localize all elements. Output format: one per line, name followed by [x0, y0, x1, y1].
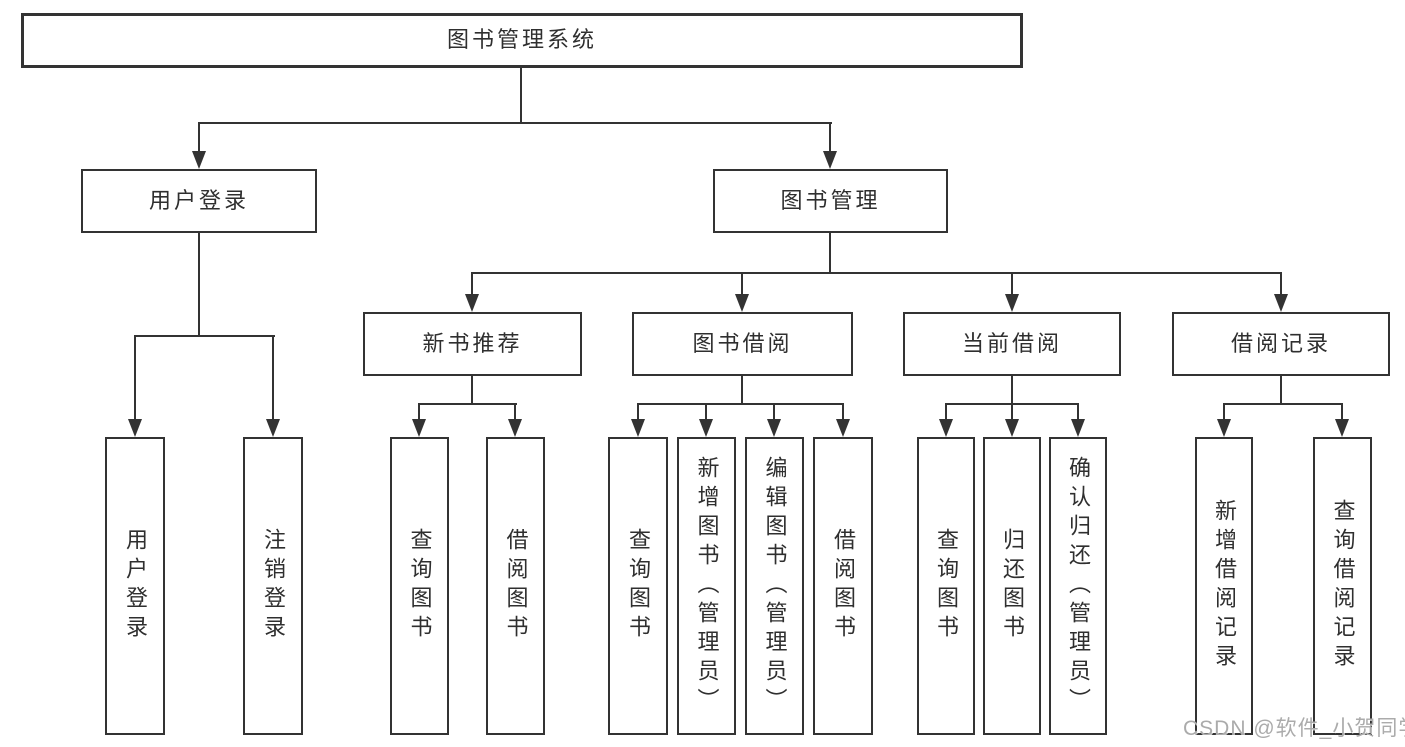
- connector-line: [829, 122, 831, 153]
- arrow-down-icon: [192, 151, 206, 169]
- connector-line: [1011, 376, 1013, 405]
- leaf-user-login: 用户登录: [105, 437, 165, 735]
- connector-line: [1223, 403, 1343, 405]
- node-label: 图书管理系统: [446, 27, 597, 53]
- connector-line: [198, 233, 200, 337]
- node-label: 当前借阅: [961, 330, 1062, 356]
- arrow-down-icon: [1005, 294, 1019, 312]
- connector-line: [1223, 403, 1225, 421]
- node-label: 图书借阅: [692, 330, 793, 356]
- node-borrow-record: 借阅记录: [1172, 312, 1390, 376]
- node-label: 借阅图书: [831, 528, 856, 644]
- arrow-down-icon: [939, 419, 953, 437]
- node-user-login: 用户登录: [81, 169, 317, 233]
- node-label: 图书管理: [780, 187, 881, 213]
- connector-line: [1077, 403, 1079, 421]
- node-label: 新书推荐: [422, 330, 523, 356]
- connector-line: [198, 122, 200, 153]
- arrow-down-icon: [1335, 419, 1349, 437]
- arrow-down-icon: [699, 419, 713, 437]
- connector-line: [471, 376, 473, 405]
- arrow-down-icon: [735, 294, 749, 312]
- connector-line: [471, 272, 473, 296]
- arrow-down-icon: [767, 419, 781, 437]
- connector-line: [1280, 272, 1282, 296]
- leaf-add-book-admin: 新增图书（管理员）: [677, 437, 736, 735]
- node-label: 借阅记录: [1230, 330, 1331, 356]
- leaf-confirm-return-admin: 确认归还（管理员）: [1049, 437, 1107, 735]
- node-label: 确认归还（管理员）: [1066, 455, 1091, 717]
- node-current-borrow: 当前借阅: [903, 312, 1121, 376]
- leaf-borrow-book: 借阅图书: [486, 437, 545, 735]
- connector-line: [272, 335, 274, 421]
- connector-line: [773, 403, 775, 421]
- connector-line: [741, 376, 743, 405]
- connector-line: [1280, 376, 1282, 405]
- node-book-management: 图书管理: [713, 169, 948, 233]
- node-new-book-recommend: 新书推荐: [363, 312, 582, 376]
- connector-line: [829, 233, 831, 274]
- connector-line: [134, 335, 275, 337]
- node-label: 编辑图书（管理员）: [762, 455, 788, 717]
- leaf-query-book: 查询图书: [390, 437, 449, 735]
- leaf-query-book: 查询图书: [917, 437, 975, 735]
- connector-line: [471, 272, 1282, 274]
- connector-line: [1011, 403, 1013, 421]
- arrow-down-icon: [631, 419, 645, 437]
- arrow-down-icon: [836, 419, 850, 437]
- node-label: 用户登录: [148, 187, 249, 213]
- arrow-down-icon: [1274, 294, 1288, 312]
- arrow-down-icon: [465, 294, 479, 312]
- node-label: 新增图书（管理员）: [694, 455, 720, 717]
- connector-line: [842, 403, 844, 421]
- node-label: 注销登录: [261, 528, 286, 644]
- arrow-down-icon: [128, 419, 142, 437]
- connector-line: [637, 403, 639, 421]
- arrow-down-icon: [1005, 419, 1019, 437]
- arrow-down-icon: [823, 151, 837, 169]
- node-label: 查询图书: [934, 528, 959, 644]
- connector-line: [705, 403, 707, 421]
- leaf-edit-book-admin: 编辑图书（管理员）: [745, 437, 804, 735]
- connector-line: [945, 403, 947, 421]
- arrow-down-icon: [508, 419, 522, 437]
- leaf-add-borrow-record: 新增借阅记录: [1195, 437, 1253, 735]
- connector-line: [1011, 272, 1013, 296]
- connector-line: [637, 403, 844, 405]
- node-label: 查询借阅记录: [1330, 499, 1356, 673]
- connector-line: [514, 403, 516, 421]
- node-label: 归还图书: [1000, 528, 1025, 644]
- arrow-down-icon: [412, 419, 426, 437]
- watermark-text: CSDN @软件_小贺同学: [1183, 717, 1405, 740]
- node-label: 新增借阅记录: [1212, 499, 1237, 673]
- node-label: 查询图书: [407, 528, 433, 644]
- arrow-down-icon: [266, 419, 280, 437]
- node-book-borrow: 图书借阅: [632, 312, 853, 376]
- connector-line: [134, 335, 136, 421]
- connector-line: [1341, 403, 1343, 421]
- connector-line: [418, 403, 420, 421]
- leaf-return-book: 归还图书: [983, 437, 1041, 735]
- connector-line: [418, 403, 517, 405]
- leaf-borrow-book: 借阅图书: [813, 437, 873, 735]
- connector-line: [198, 122, 832, 124]
- leaf-logout: 注销登录: [243, 437, 303, 735]
- leaf-query-borrow-record: 查询借阅记录: [1313, 437, 1372, 735]
- connector-line: [520, 68, 522, 124]
- node-label: 查询图书: [626, 528, 651, 644]
- arrow-down-icon: [1217, 419, 1231, 437]
- leaf-query-book: 查询图书: [608, 437, 668, 735]
- node-label: 借阅图书: [503, 528, 529, 644]
- arrow-down-icon: [1071, 419, 1085, 437]
- node-library-management-system: 图书管理系统: [21, 13, 1023, 68]
- node-label: 用户登录: [123, 528, 148, 644]
- connector-line: [741, 272, 743, 296]
